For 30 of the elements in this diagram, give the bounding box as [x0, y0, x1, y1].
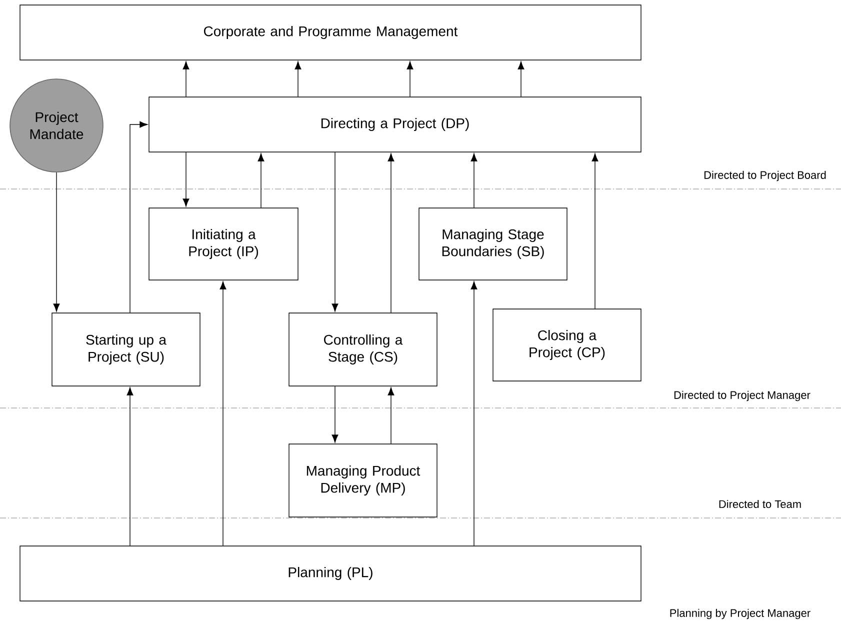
arrow — [332, 152, 338, 312]
process-box: Starting up a Project (SU) — [52, 312, 200, 386]
arrow — [388, 153, 394, 313]
lane-label: Directed to Team — [719, 500, 801, 508]
lane-label: Directed to Project Board — [704, 170, 826, 182]
lane-label: Planning by Project Manager — [670, 608, 810, 620]
process-box: Corporate and Programme Management — [20, 4, 642, 60]
arrow — [53, 172, 60, 312]
arrow — [470, 153, 478, 208]
lane-label: Directed to Project Manager — [674, 390, 810, 402]
arrow — [592, 153, 598, 309]
arrow — [388, 387, 394, 444]
arrow — [130, 121, 148, 313]
arrow — [220, 281, 226, 546]
process-box: Planning (PL) — [20, 546, 642, 602]
arrow — [294, 61, 302, 97]
process-box: Controlling a Stage (CS) — [288, 312, 438, 386]
process-box: Managing Product Delivery (MP) — [288, 444, 438, 518]
process-box: Managing Stage Boundaries (SB) — [418, 208, 568, 280]
process-box: Closing a Project (CP) — [492, 308, 642, 382]
arrow — [406, 61, 414, 97]
arrow — [182, 61, 190, 97]
arrow — [518, 61, 524, 97]
arrow — [258, 153, 264, 208]
arrow — [470, 281, 478, 546]
process-box: Initiating a Project (IP) — [148, 208, 298, 280]
arrow — [182, 152, 190, 207]
arrow — [332, 386, 338, 443]
arrow — [126, 387, 134, 546]
process-box: Directing a Project (DP) — [148, 96, 642, 152]
